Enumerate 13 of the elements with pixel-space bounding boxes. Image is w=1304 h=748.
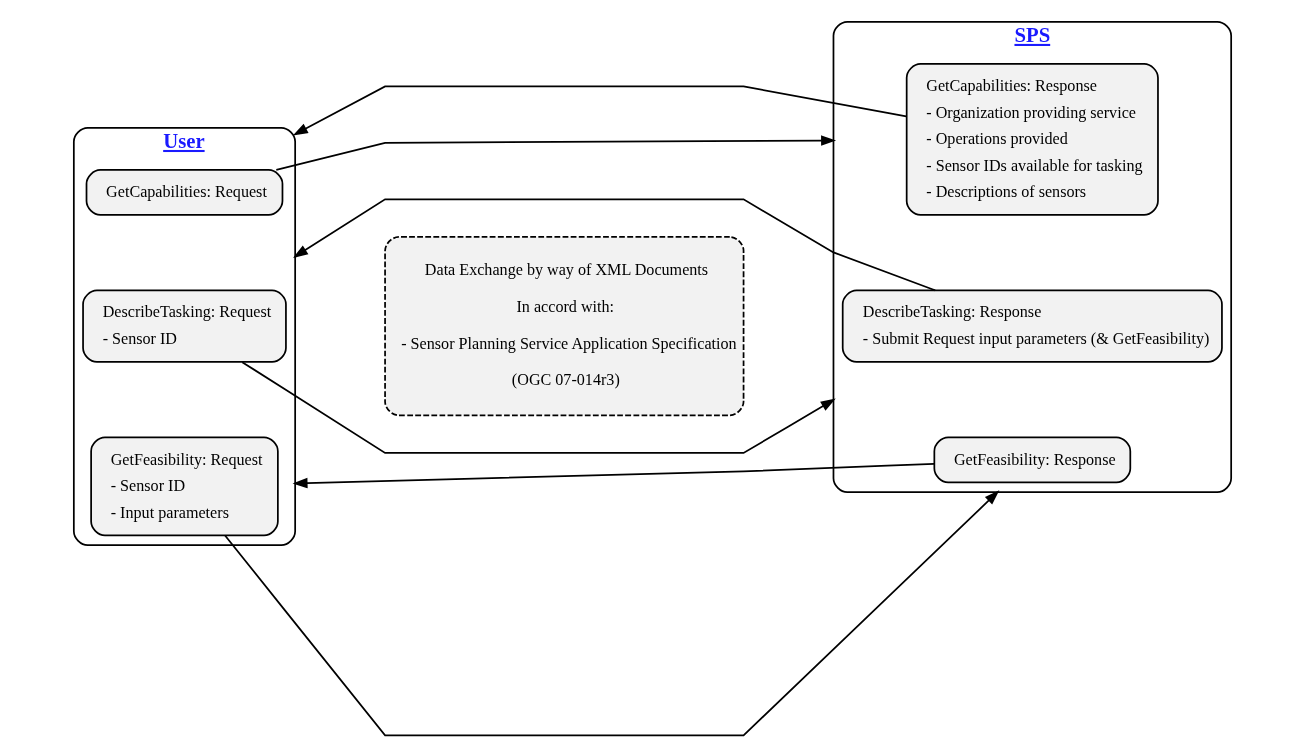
node-box: Data Exchange by way of XML Documents In accord with: - Sensor Planning Service Application Specification (OGC 07-014r3): [383, 236, 744, 417]
arrow: [274, 135, 836, 171]
node-box: DescribeTasking: Response - Submit Request input parameters (& GetFeasibility): [841, 289, 1223, 363]
node-box: GetCapabilities: Response - Organization providing service - Operations provided - Sensor IDs available for tasking - Descriptions of sensors: [905, 63, 1159, 216]
arrow: [240, 361, 836, 454]
node-box: GetFeasibility: Request - Sensor ID - Input parameters: [89, 436, 279, 537]
node-box: DescribeTasking: Request - Sensor ID: [81, 289, 287, 363]
node-box: GetCapabilities: Request: [85, 169, 283, 216]
arrow: [292, 85, 907, 136]
arrow: [292, 198, 936, 292]
arrow: [292, 462, 935, 489]
arrow: [223, 490, 999, 737]
node-box: GetFeasibility: Response: [932, 436, 1131, 484]
